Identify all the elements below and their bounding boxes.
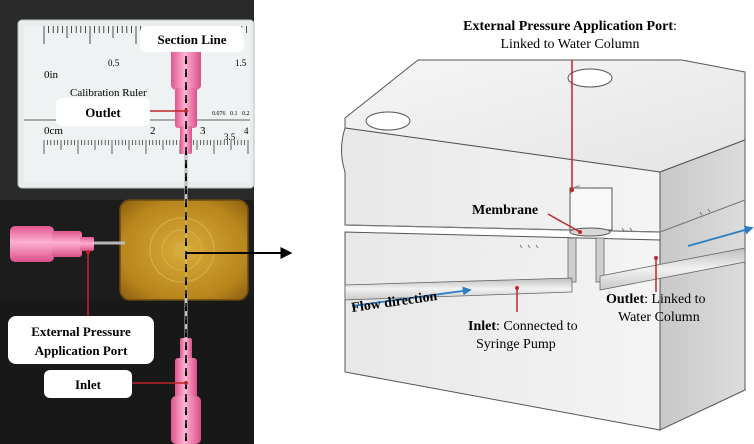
inlet-flow-arrow (351, 286, 472, 307)
ruler-cm-tick-label: 2 (150, 125, 156, 137)
inlet-label: Inlet (44, 370, 132, 398)
svg-text:Application Port: Application Port (35, 343, 128, 358)
outlet-channel (599, 247, 746, 291)
block-front-face-lower (344, 231, 661, 431)
membrane-label: Membrane (472, 203, 538, 218)
photo-panel: 0in Calibration Ruler 0.5 1 1.5 0cm 2 3 … (0, 0, 255, 444)
pressure-port-bore (569, 187, 613, 231)
ruler-cm-tick-label: 3 (200, 125, 206, 137)
top-hole-right (567, 68, 613, 88)
block-right-face (659, 139, 746, 431)
amber-chip (119, 199, 249, 301)
svg-text:Outlet: Outlet (85, 105, 121, 120)
outlet-label: Outlet (56, 98, 150, 126)
ruler-cm-tick-label: 3.5 (224, 132, 236, 142)
ruler-small-label: 0.2 (242, 111, 250, 117)
ruler-inch-zero: 0in (44, 69, 59, 81)
port-tube (10, 226, 94, 262)
cross-section-diagram: External Pressure Application Port: Link… (341, 19, 754, 431)
inlet-desc-line2: Syringe Pump (476, 337, 556, 352)
svg-text:External Pressure: External Pressure (31, 324, 131, 339)
ruler-inch-tick-label: 1.5 (235, 58, 247, 68)
external-port-label: External Pressure Application Port (8, 316, 154, 364)
svg-text:Section Line: Section Line (158, 32, 227, 47)
top-hole-left (365, 111, 411, 131)
outlet-flow-arrow (687, 225, 754, 247)
membrane-leader (547, 213, 581, 233)
ruler-inch-tick-label: 0.5 (108, 58, 120, 68)
ruler-cm-zero: 0cm (44, 125, 63, 137)
port-title: External Pressure Application Port: (463, 19, 677, 34)
ruler-cm-tick-label: 4 (244, 126, 249, 136)
inlet-desc: Inlet: Connected to (468, 319, 578, 334)
ruler-title: Calibration Ruler (70, 87, 147, 99)
svg-text:Inlet: Inlet (75, 377, 102, 392)
outlet-desc-line2: Water Column (618, 310, 700, 325)
layer-seam (344, 199, 746, 233)
section-line-label: Section Line (140, 26, 244, 52)
ruler-small-label: 0.1 (230, 111, 238, 117)
outlet-desc: Outlet: Linked to (606, 292, 706, 307)
inlet-channel (344, 277, 573, 301)
ruler-small-label: 0.076 (212, 111, 226, 117)
port-subtitle: Linked to Water Column (501, 37, 640, 52)
